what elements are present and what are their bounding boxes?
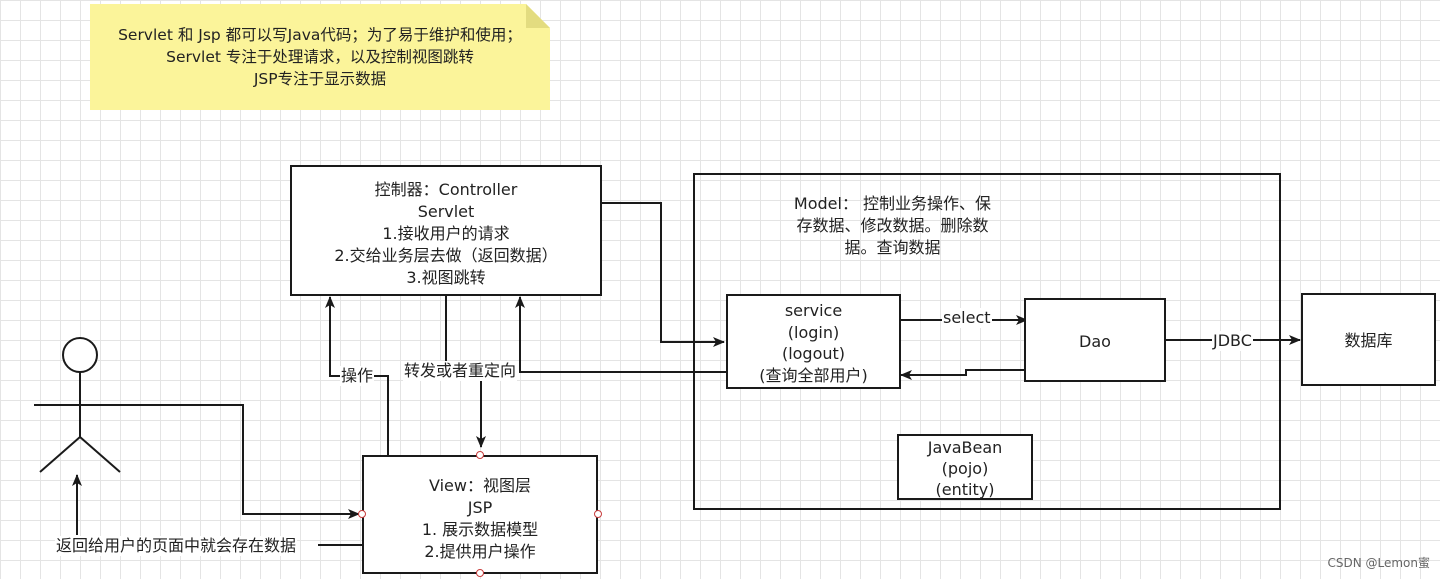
edge-label-forward: 转发或者重定向 — [403, 361, 518, 381]
database-label: 数据库 — [1344, 331, 1393, 350]
service-line: (logout) — [781, 344, 846, 363]
note-line: Servlet 和 Jsp 都可以写Java代码；为了易于维护和使用； — [118, 26, 522, 44]
edge-dao-to-service — [900, 369, 1025, 380]
edge-label-return: 返回给用户的页面中就会存在数据 — [55, 536, 298, 556]
view-subtitle: JSP — [467, 498, 493, 517]
model-box[interactable]: Model： 控制业务操作、保 存数据、修改数据。删除数 据。查询数据 — [693, 173, 1281, 510]
edge-user-to-view — [130, 404, 360, 519]
model-text: Model： 控制业务操作、保 存数据、修改数据。删除数 据。查询数据 — [695, 193, 1090, 259]
controller-box[interactable]: 控制器：Controller Servlet 1.接收用户的请求 2.交给业务层… — [290, 165, 602, 296]
dao-box[interactable]: Dao — [1024, 298, 1166, 382]
controller-line: 2.交给业务层去做（返回数据） — [334, 246, 558, 265]
service-text: service (login) (logout) (查询全部用户) — [728, 300, 899, 386]
model-line: 存数据、修改数据。删除数 — [796, 216, 989, 235]
edge-service-to-controller — [515, 296, 726, 373]
service-line: (login) — [787, 322, 840, 342]
note-text: Servlet 和 Jsp 都可以写Java代码；为了易于维护和使用； Serv… — [90, 24, 550, 90]
view-handle-left[interactable] — [358, 510, 366, 518]
dao-label: Dao — [1079, 332, 1111, 351]
view-line: 2.提供用户操作 — [424, 542, 536, 561]
view-handle-top[interactable] — [476, 451, 484, 459]
view-line: 1. 展示数据模型 — [421, 520, 539, 539]
edge-label-jdbc: JDBC — [1212, 331, 1253, 351]
model-line: Model： 控制业务操作、保 — [793, 194, 992, 213]
controller-text: 控制器：Controller Servlet 1.接收用户的请求 2.交给业务层… — [292, 179, 600, 289]
javabean-line: (pojo) — [941, 459, 989, 478]
edge-controller-to-service — [601, 202, 725, 347]
service-box[interactable]: service (login) (logout) (查询全部用户) — [726, 294, 901, 389]
edge-label-operate: 操作 — [340, 366, 375, 386]
controller-subtitle: Servlet — [417, 202, 475, 221]
model-line: 据。查询数据 — [844, 238, 941, 257]
user-actor-icon — [34, 337, 130, 473]
view-text: View：视图层 JSP 1. 展示数据模型 2.提供用户操作 — [364, 475, 596, 563]
note-line: JSP专注于显示数据 — [253, 70, 387, 88]
sticky-note: Servlet 和 Jsp 都可以写Java代码；为了易于维护和使用； Serv… — [90, 4, 550, 110]
watermark: CSDN @Lemon蜜 — [1327, 556, 1430, 570]
view-handle-bottom[interactable] — [476, 569, 484, 577]
view-handle-right[interactable] — [594, 510, 602, 518]
service-title: service — [784, 301, 843, 320]
controller-title: 控制器：Controller — [374, 180, 518, 199]
controller-line: 3.视图跳转 — [406, 268, 486, 287]
javabean-text: JavaBean (pojo) (entity) — [899, 437, 1031, 500]
note-line: Servlet 专注于处理请求，以及控制视图跳转 — [166, 48, 474, 66]
javabean-title: JavaBean — [927, 438, 1003, 457]
view-title: View：视图层 — [429, 476, 531, 495]
view-box[interactable]: View：视图层 JSP 1. 展示数据模型 2.提供用户操作 — [362, 455, 598, 574]
database-box[interactable]: 数据库 — [1301, 293, 1436, 386]
javabean-box[interactable]: JavaBean (pojo) (entity) — [897, 434, 1033, 500]
javabean-line: (entity) — [935, 480, 995, 499]
service-line: (查询全部用户) — [759, 365, 868, 385]
edge-label-select: select — [942, 308, 992, 328]
controller-line: 1.接收用户的请求 — [382, 224, 510, 243]
